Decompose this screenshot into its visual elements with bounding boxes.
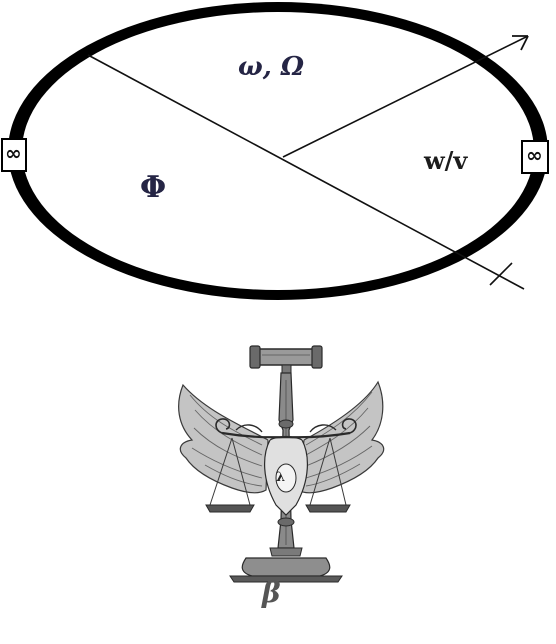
ray-line (282, 35, 529, 158)
center-shield (264, 436, 308, 516)
left-scale-pan (205, 437, 255, 513)
right-wing (297, 380, 385, 494)
tick-mark (489, 262, 513, 286)
infinity-left-label: ∞ (5, 141, 22, 165)
balance-beam (215, 418, 357, 439)
beta-label: β (262, 576, 281, 609)
arrowhead-icon (512, 35, 529, 51)
left-wing (178, 383, 269, 494)
omega-label: ω, Ω (238, 52, 305, 82)
infinity-box-right (521, 140, 549, 174)
infinity-right-label: ∞ (526, 143, 543, 167)
phi-label: Φ (140, 170, 167, 205)
winged-scales-of-justice-with-gavel-icon (178, 345, 385, 583)
ellipse-ring (8, 2, 548, 300)
right-scale-pan (305, 437, 351, 513)
lambda-label: λ (276, 470, 286, 485)
pedestal-base (229, 547, 343, 583)
w-over-v-label: w/v (424, 146, 468, 175)
diagonal-line (87, 54, 525, 290)
infinity-box-left (1, 138, 27, 172)
gavel-icon (249, 345, 323, 374)
